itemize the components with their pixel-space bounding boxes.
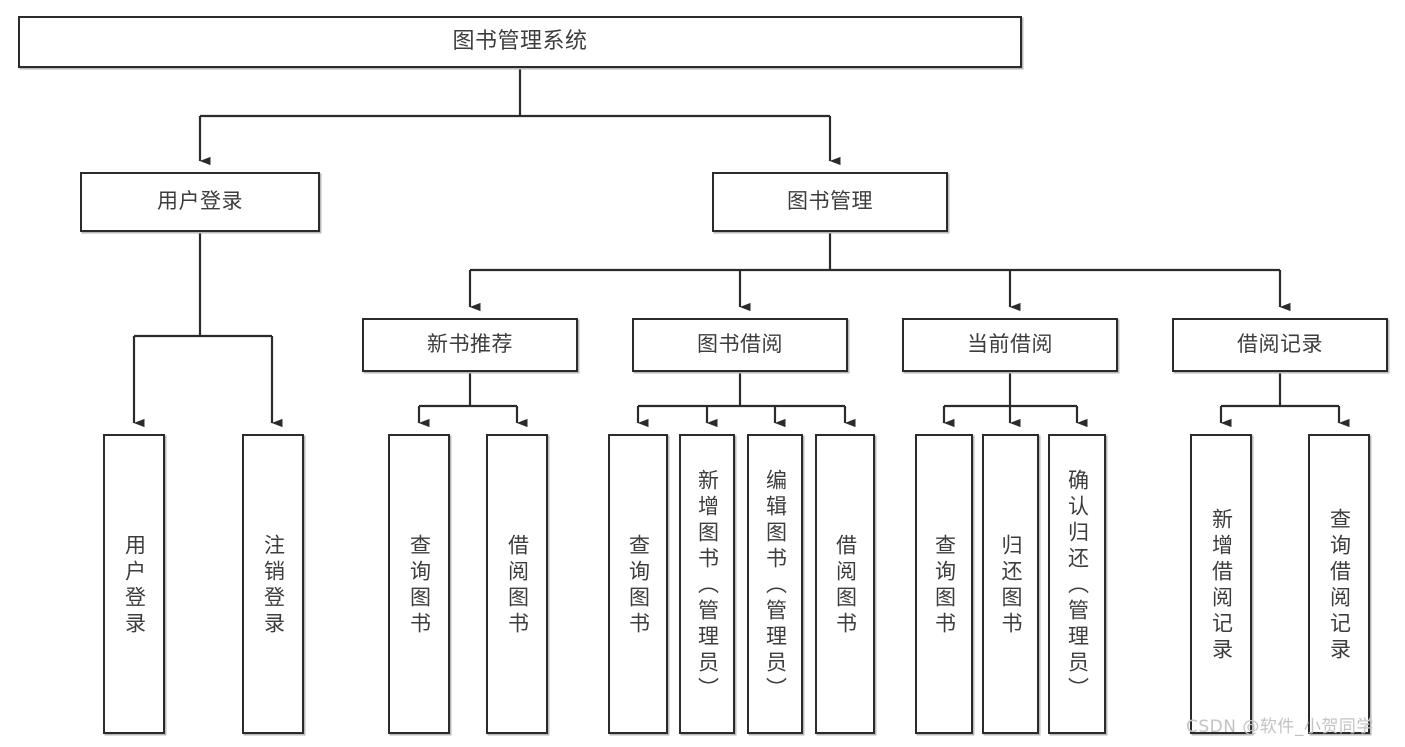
node-leaf-confirm-return-admin-label: 确认归还（管理员） [1065, 469, 1090, 703]
node-leaf-add-book-admin-label: 新增图书（管理员） [695, 469, 720, 703]
node-current-borrow-label: 当前借阅 [967, 332, 1053, 357]
node-leaf-edit-book-admin-label: 编辑图书（管理员） [763, 469, 788, 703]
node-leaf-query-book-3[interactable]: 查询图书 [915, 434, 973, 734]
node-leaf-borrow-book-2[interactable]: 借阅图书 [815, 434, 875, 734]
node-leaf-query-borrow-record-label: 查询借阅记录 [1327, 508, 1352, 664]
node-leaf-add-borrow-record-label: 新增借阅记录 [1209, 508, 1234, 664]
node-leaf-user-login-label: 用户登录 [122, 534, 147, 638]
node-new-book-recommend[interactable]: 新书推荐 [362, 318, 578, 372]
node-leaf-user-login[interactable]: 用户登录 [103, 434, 165, 734]
node-leaf-query-book-3-label: 查询图书 [932, 534, 957, 638]
node-leaf-borrow-book-1-label: 借阅图书 [505, 534, 530, 638]
node-book-manage[interactable]: 图书管理 [712, 172, 948, 232]
node-new-book-recommend-label: 新书推荐 [427, 332, 513, 357]
node-leaf-logout-login[interactable]: 注销登录 [242, 434, 304, 734]
node-user-login-label: 用户登录 [157, 189, 243, 214]
node-leaf-return-book[interactable]: 归还图书 [982, 434, 1039, 734]
node-leaf-query-book-1[interactable]: 查询图书 [388, 434, 450, 734]
node-borrow-record-label: 借阅记录 [1237, 332, 1323, 357]
node-leaf-query-book-1-label: 查询图书 [407, 534, 432, 638]
node-book-borrow[interactable]: 图书借阅 [632, 318, 848, 372]
node-user-login[interactable]: 用户登录 [80, 172, 320, 232]
node-borrow-record[interactable]: 借阅记录 [1172, 318, 1388, 372]
node-root[interactable]: 图书管理系统 [18, 16, 1022, 68]
node-leaf-edit-book-admin[interactable]: 编辑图书（管理员） [747, 434, 803, 734]
node-leaf-query-book-2[interactable]: 查询图书 [608, 434, 668, 734]
node-leaf-add-book-admin[interactable]: 新增图书（管理员） [679, 434, 735, 734]
node-leaf-confirm-return-admin[interactable]: 确认归还（管理员） [1048, 434, 1106, 734]
node-leaf-add-borrow-record[interactable]: 新增借阅记录 [1190, 434, 1252, 734]
node-root-label: 图书管理系统 [452, 28, 588, 54]
node-current-borrow[interactable]: 当前借阅 [902, 318, 1118, 372]
node-leaf-logout-login-label: 注销登录 [261, 534, 286, 638]
node-leaf-return-book-label: 归还图书 [999, 534, 1023, 638]
node-leaf-borrow-book-2-label: 借阅图书 [833, 534, 858, 638]
node-leaf-query-book-2-label: 查询图书 [626, 534, 651, 638]
node-leaf-borrow-book-1[interactable]: 借阅图书 [486, 434, 548, 734]
node-book-borrow-label: 图书借阅 [697, 332, 783, 357]
node-leaf-query-borrow-record[interactable]: 查询借阅记录 [1308, 434, 1370, 734]
node-book-manage-label: 图书管理 [787, 189, 873, 214]
